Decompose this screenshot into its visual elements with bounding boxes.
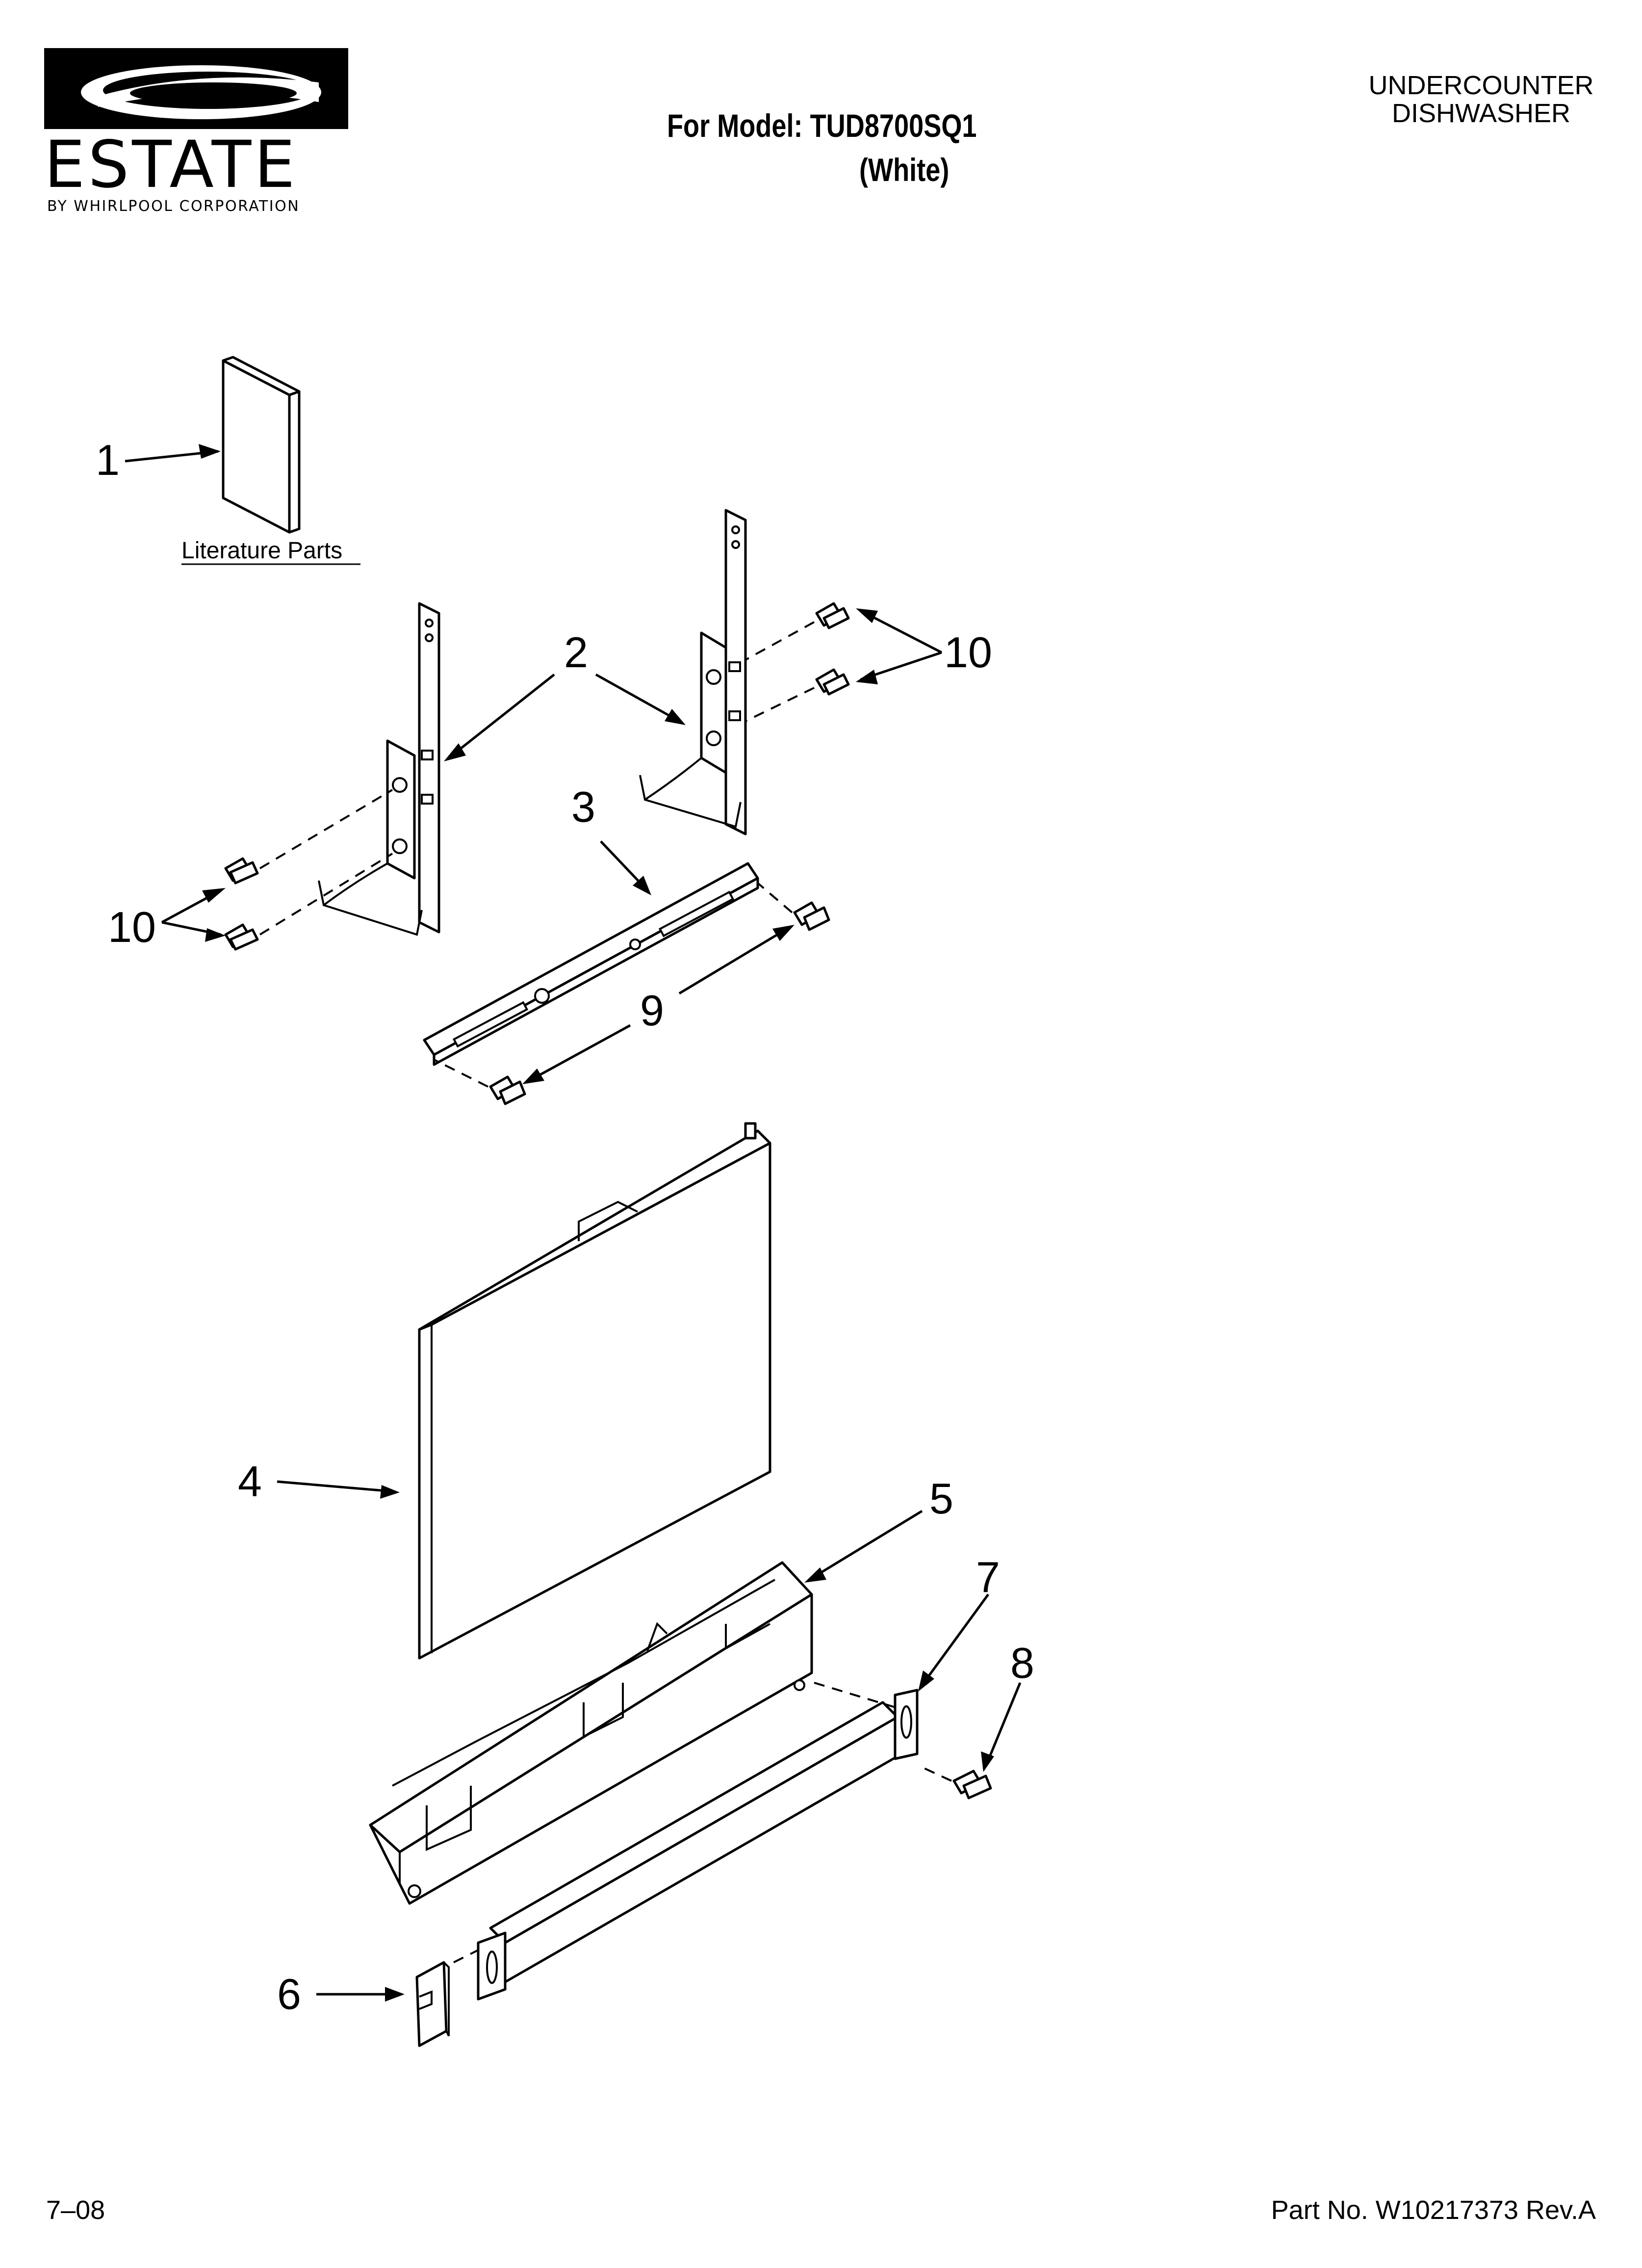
callout-9: 9	[640, 986, 664, 1035]
part-3-hinge-bracket	[423, 862, 759, 1066]
screw-path-8	[919, 1765, 952, 1782]
arrowhead-10-left-a	[202, 888, 226, 903]
revision-date: 7–08	[46, 2195, 105, 2225]
arrowhead-7	[918, 1670, 934, 1692]
leader-7	[921, 1593, 990, 1686]
leader-4	[277, 1480, 393, 1493]
arrowhead-6	[385, 1987, 405, 2002]
estate-logo	[44, 48, 348, 129]
part-1-literature-booklet	[222, 356, 301, 534]
screw-path-10-left-b	[259, 853, 393, 936]
part-10-hinge-screws-right	[815, 602, 850, 696]
callout-3: 3	[571, 782, 595, 831]
callout-8: 8	[1010, 1639, 1034, 1687]
arrowhead-10-right-b	[856, 670, 878, 684]
callout-4: 4	[238, 1457, 262, 1506]
arrowhead-2-left	[444, 743, 466, 761]
arrowhead-2-right	[665, 709, 686, 725]
part-number: Part No. W10217373 Rev.A	[1271, 2195, 1596, 2225]
callout-10-left: 10	[108, 903, 156, 951]
screw-path-7	[814, 1682, 896, 1708]
part-2-right-door-hinge	[639, 509, 747, 835]
part-8-toe-panel-screw	[952, 1770, 992, 1799]
brand-subtitle: BY WHIRLPOOL CORPORATION	[47, 198, 300, 215]
part-4-door-panel	[418, 1122, 771, 1660]
callout-10-right: 10	[944, 628, 992, 677]
leader-2-left	[448, 674, 555, 759]
arrowhead-3	[633, 876, 651, 895]
arrowhead-5	[804, 1567, 826, 1583]
model-color: (White)	[859, 152, 949, 188]
part-7-toe-panel	[477, 1689, 919, 2001]
screw-path-9-right	[757, 882, 793, 913]
product-type: UNDERCOUNTER DISHWASHER	[1344, 72, 1618, 127]
arrowhead-4	[380, 1485, 400, 1499]
callout-5: 5	[929, 1474, 953, 1523]
arrowhead-10-right-a	[856, 608, 878, 623]
product-type-line1: UNDERCOUNTER	[1368, 71, 1594, 100]
model-number: For Model: TUD8700SQ1	[667, 107, 977, 144]
leader-9-upper	[678, 926, 791, 995]
leader-5	[808, 1510, 923, 1581]
arrowhead-9-upper	[772, 925, 795, 941]
callout-1: 1	[96, 436, 120, 484]
arrowhead-10-left-b	[205, 928, 226, 942]
arrowhead-8	[981, 1751, 994, 1772]
leader-8	[984, 1682, 1022, 1767]
screw-path-9-left	[434, 1059, 488, 1088]
part-5-toe-panel-bracket	[369, 1561, 813, 1905]
arrowhead-9-lower	[522, 1069, 544, 1084]
screw-path-6	[453, 1949, 479, 1963]
screw-path-10-right-b	[745, 687, 815, 722]
callout-2: 2	[564, 628, 588, 677]
literature-parts-label: Literature Parts	[181, 538, 342, 564]
part-6-clip	[415, 1961, 450, 2047]
part-2-left-door-hinge	[318, 602, 440, 936]
part-10-hinge-screws-left	[224, 857, 259, 951]
leader-2-right	[595, 673, 680, 723]
screw-path-10-right-a	[745, 621, 815, 661]
callout-7: 7	[976, 1553, 1000, 1601]
product-type-line2: DISHWASHER	[1391, 98, 1571, 128]
callout-6: 6	[277, 1970, 301, 2018]
arrowhead-1	[199, 444, 221, 459]
screw-path-10-left-a	[259, 789, 393, 869]
brand-wordmark: ESTATE	[44, 127, 298, 203]
leader-9-lower	[526, 1024, 631, 1083]
part-9-bracket-screws	[489, 901, 830, 1105]
